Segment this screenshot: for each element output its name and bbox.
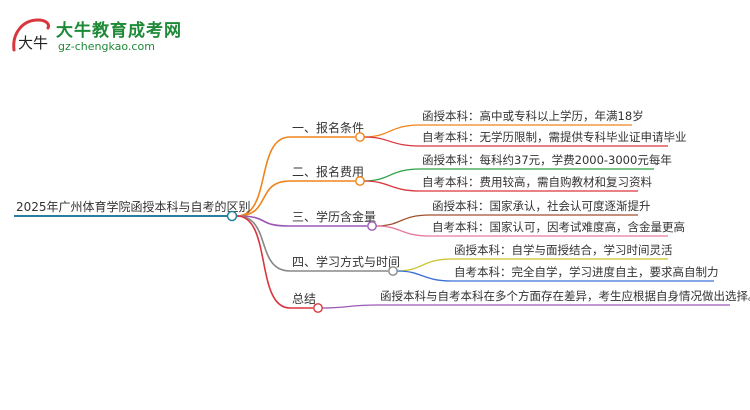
branch-4-label: 四、学习方式与时间 <box>292 254 400 269</box>
branch-5-node-dot[interactable] <box>313 303 323 313</box>
branch-3-item-1-label: 函授本科：国家承认，社会认可度逐渐提升 <box>432 199 651 213</box>
branch-1-item-2-label: 自考本科：无学历限制，需提供专科毕业证申请毕业 <box>422 130 687 144</box>
branch-4-item-1-label: 函授本科：自学与面授结合，学习时间灵活 <box>454 243 673 257</box>
branch-3-node-dot[interactable] <box>367 221 377 231</box>
branch-2-item-2-label: 自考本科：费用较高，需自购教材和复习资料 <box>422 175 652 189</box>
branch-4-node-dot[interactable] <box>388 266 398 276</box>
site-logo[interactable]: 大牛 大牛教育成考网 gz-chengkao.com <box>8 14 208 58</box>
branch-5-edge <box>236 215 291 309</box>
mind-map-nodes: 2025年广州体育学院函授本科与自考的区别 一、报名条件 函授本科：高中或专科以上学… <box>16 109 750 313</box>
branch-2-item-1-label: 函授本科：每科约37元，学费2000-3000元每年 <box>422 153 672 167</box>
root-label: 2025年广州体育学院函授本科与自考的区别 <box>16 199 251 214</box>
branch-1-edge <box>236 136 291 217</box>
branch-5-item-1-edge <box>322 304 379 309</box>
branch-1-node-dot[interactable] <box>355 132 365 142</box>
branch-1-item-2-edge <box>364 136 421 147</box>
branch-2-item-2-edge <box>364 180 421 192</box>
root-node-dot[interactable] <box>226 210 238 222</box>
logo-mark-icon: 大牛 <box>12 18 50 52</box>
branch-4-edge <box>236 215 291 272</box>
branch-1-item-1-edge <box>364 124 421 138</box>
logo-url: gz-chengkao.com <box>58 40 155 53</box>
branch-3-item-2-label: 自考本科：国家认可，因考试难度高，含金量更高 <box>432 220 685 234</box>
branch-1-label: 一、报名条件 <box>292 120 364 135</box>
mind-map-edges <box>14 124 730 309</box>
branch-4-item-1-edge <box>397 258 453 272</box>
logo-title: 大牛教育成考网 <box>56 21 182 41</box>
branch-3-item-1-edge <box>376 214 431 227</box>
branch-4-item-2-edge <box>397 270 453 282</box>
branch-1-item-1-label: 函授本科：高中或专科以上学历，年满18岁 <box>422 109 644 123</box>
branch-2-label: 二、报名费用 <box>292 164 364 179</box>
branch-5-label: 总结 <box>292 292 316 306</box>
branch-3-item-2-edge <box>376 225 431 237</box>
branch-2-edge <box>236 180 291 217</box>
branch-5-item-1-label: 函授本科与自考本科在多个方面存在差异，考生应根据自身情况做出选择。 <box>380 289 750 303</box>
branch-2-item-1-edge <box>364 168 421 182</box>
branch-3-label: 三、学历含金量 <box>292 209 376 224</box>
branch-3-edge <box>236 215 291 227</box>
logo-mark-text: 大牛 <box>18 34 48 52</box>
branch-4-item-2-label: 自考本科：完全自学，学习进度自主，要求高自制力 <box>454 265 719 279</box>
branch-2-node-dot[interactable] <box>355 176 365 186</box>
